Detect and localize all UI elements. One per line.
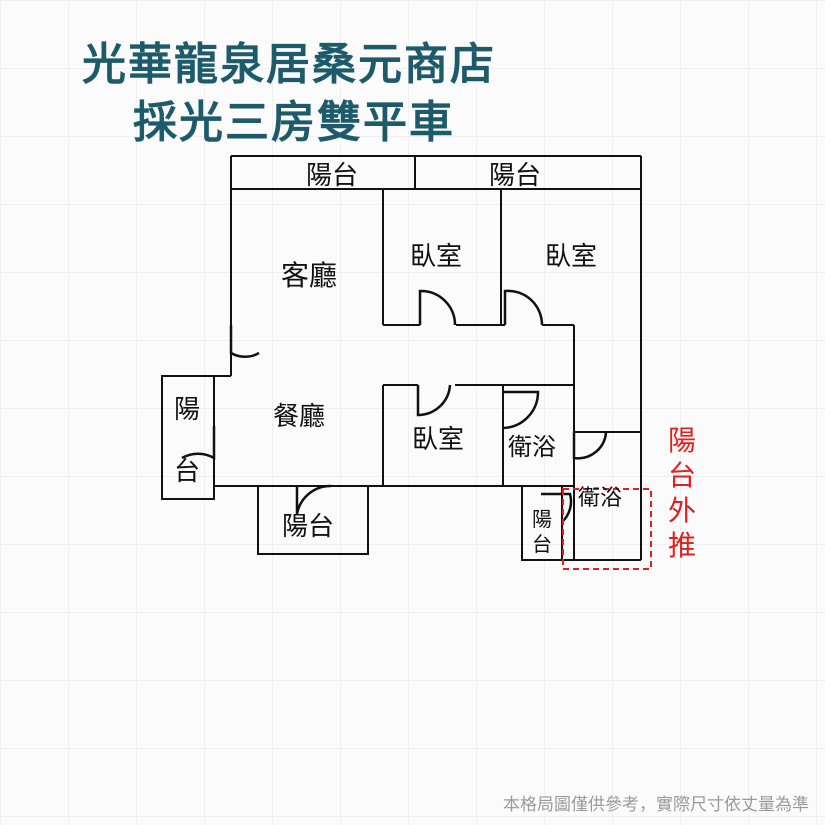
- annotation-char: 外: [668, 494, 696, 527]
- walls: [161, 155, 642, 561]
- label-dining-room: 餐廳: [273, 402, 325, 432]
- door-icon: [503, 289, 544, 326]
- label-balcony-top-right: 陽台: [489, 161, 541, 191]
- label-bedroom-3: 臥室: [412, 425, 464, 455]
- door-icon: [181, 426, 216, 461]
- label-living-room: 客廳: [281, 259, 337, 292]
- title-line-2: 採光三房雙平車: [133, 97, 455, 148]
- balcony-extension-outline: [562, 488, 652, 570]
- push-out-annotation: 陽 台 外 推: [668, 424, 696, 562]
- label-balcony-small-top: 陽: [532, 507, 552, 531]
- label-bathroom-1: 衛浴: [508, 433, 556, 461]
- door-icon: [502, 390, 540, 430]
- label-balcony-left-top: 陽: [174, 395, 200, 425]
- annotation-char: 推: [668, 529, 696, 562]
- label-bedroom-1: 臥室: [410, 242, 462, 272]
- door-icon: [229, 325, 260, 358]
- door-icon: [416, 384, 452, 417]
- door-icon: [295, 484, 332, 515]
- disclaimer-note: 本格局圖僅供參考，實際尺寸依丈量為準: [503, 795, 809, 815]
- door-icon: [572, 431, 608, 460]
- door-icon: [418, 289, 457, 326]
- label-balcony-small-bottom: 台: [532, 532, 552, 556]
- label-bedroom-2: 臥室: [545, 242, 597, 272]
- annotation-char: 台: [668, 459, 696, 492]
- label-balcony-top-left: 陽台: [306, 161, 358, 191]
- label-balcony-left-bottom: 台: [174, 457, 200, 487]
- label-bathroom-2: 衛浴: [578, 486, 622, 511]
- title-line-1: 光華龍泉居桑元商店: [82, 39, 496, 90]
- door-swings: [181, 289, 608, 523]
- annotation-char: 陽: [668, 424, 696, 457]
- label-balcony-bottom: 陽台: [282, 512, 334, 542]
